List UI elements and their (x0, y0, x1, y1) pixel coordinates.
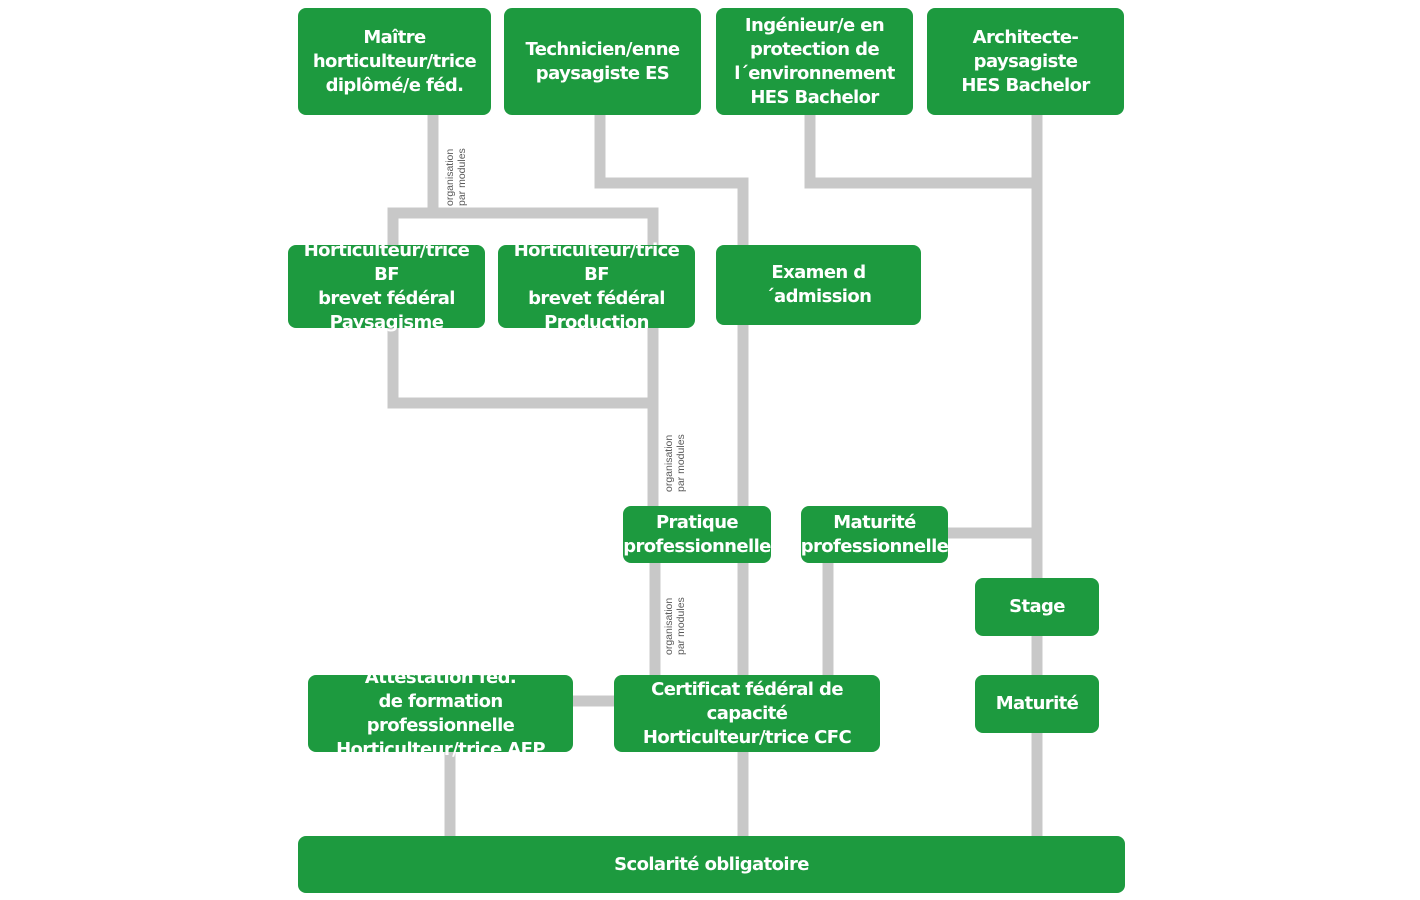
node-maitre-horticulteur: Maître horticulteur/trice diplômé/e féd. (298, 8, 491, 115)
node-ingenieur-environnement: Ingénieur/e en protection de l´environne… (716, 8, 913, 115)
node-bf-paysagisme: Horticulteur/trice BF brevet fédéral Pay… (288, 240, 485, 333)
node-scolarite-obligatoire: Scolarité obligatoire (298, 836, 1125, 893)
node-technicien-paysagiste: Technicien/enne paysagiste ES (504, 8, 701, 115)
node-architecte-paysagiste: Architecte-paysagiste HES Bachelor (927, 8, 1124, 115)
node-attestation-afp: Attestation féd. de formation profession… (308, 667, 573, 760)
connector-technicien-examen (594, 115, 749, 245)
node-maturite: Maturité (975, 675, 1099, 733)
node-pratique-professionnelle: Pratique professionnelle (623, 506, 771, 563)
connector-ingenieur-spine (804, 115, 1037, 189)
node-bf-production: Horticulteur/trice BF brevet fédéral Pro… (498, 240, 695, 333)
note-modules-bf: organisation par modules (663, 434, 687, 492)
connector-bf-pratique (387, 328, 659, 508)
node-examen-admission: Examen d´admission (716, 245, 921, 325)
note-modules-pratique: organisation par modules (663, 597, 687, 655)
node-certificat-cfc: Certificat fédéral de capacité Horticult… (614, 675, 880, 752)
connector-maitre-bf (387, 115, 659, 245)
note-modules-maitre: organisation par modules (444, 148, 468, 206)
node-maturite-professionnelle: Maturité professionnelle (801, 506, 949, 563)
node-stage: Stage (975, 578, 1099, 636)
